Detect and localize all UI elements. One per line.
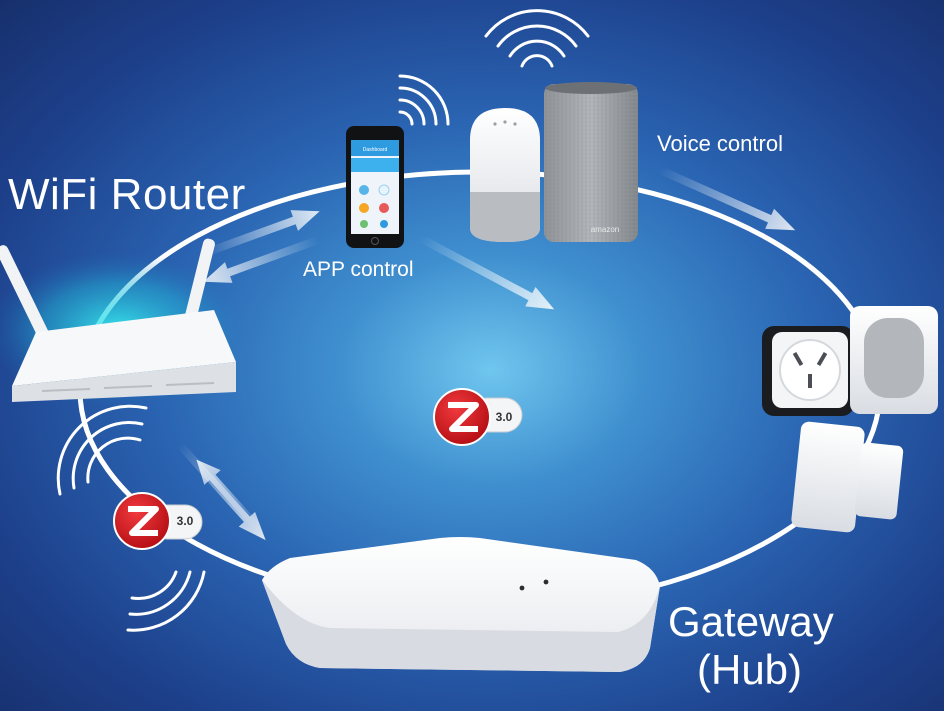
- wifi-router-label: WiFi Router: [8, 170, 246, 219]
- voice-control-label: Voice control: [657, 131, 783, 156]
- router-antenna-left: [0, 245, 53, 346]
- phone-screen-title: Dashboard: [363, 147, 388, 153]
- arrow-phone-to-center: [418, 234, 555, 310]
- wifi-signal-waves-speaker: [484, 9, 590, 68]
- zigbee-badge-center: 3.0: [433, 388, 523, 446]
- hub-led-2: [543, 579, 549, 585]
- smart-plug: [762, 326, 854, 416]
- speaker-base: [470, 192, 540, 242]
- arrow-voice-to-devices: [658, 166, 796, 231]
- gateway-label: Gateway: [668, 598, 834, 645]
- hub-label: (Hub): [697, 646, 803, 693]
- zigbee-version-left: 3.0: [177, 514, 194, 528]
- wifi-router: [0, 238, 248, 408]
- door-window-sensor: [791, 421, 904, 533]
- wifi-signal-waves-phone: [398, 74, 450, 126]
- echo-brand-label: amazon: [591, 225, 619, 234]
- hub-led-1: [519, 585, 525, 591]
- google-home-speaker: [470, 108, 540, 242]
- door-sensor-main: [791, 421, 865, 533]
- zigbee-gateway-hub: [262, 537, 660, 672]
- router-top: [12, 310, 236, 386]
- arrow-gateway-to-router: [196, 459, 261, 531]
- amazon-echo-speaker: amazon: [544, 82, 638, 242]
- smartphone: Dashboard: [346, 126, 404, 248]
- door-sensor-magnet: [854, 442, 904, 520]
- arrow-phone-to-router: [203, 236, 320, 283]
- motion-sensor: [850, 306, 938, 414]
- app-control-label: APP control: [303, 258, 414, 281]
- data-flow-arrows: [177, 166, 796, 541]
- arrow-router-to-phone: [203, 210, 320, 257]
- zigbee-version-center: 3.0: [496, 410, 513, 424]
- zigbee-badge-left: 3.0: [113, 492, 203, 550]
- router-front: [12, 362, 236, 402]
